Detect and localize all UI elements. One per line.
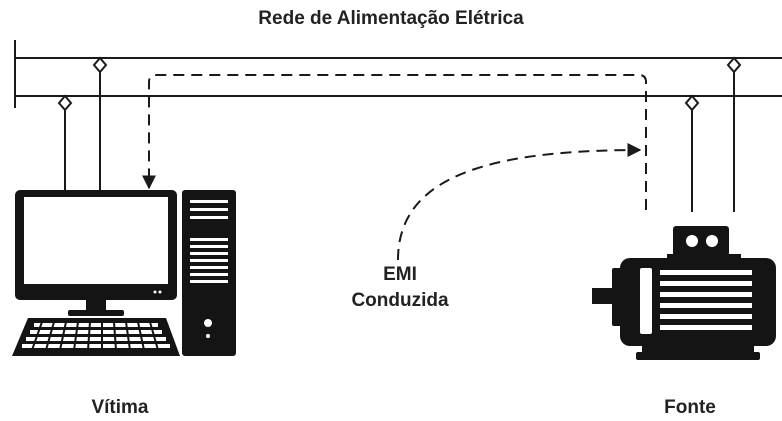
keyboard-icon	[12, 318, 180, 356]
emi-label-line2: Conduzida	[351, 290, 449, 311]
computer-tower-icon	[182, 190, 236, 356]
victim-connections	[57, 56, 108, 190]
emi-path-curve	[397, 143, 642, 261]
victim-label: Vítima	[91, 397, 149, 418]
victim-tap-bottom	[57, 94, 73, 112]
electric-motor-icon	[592, 226, 776, 360]
power-grid	[14, 40, 782, 108]
source-tap-bottom	[684, 94, 700, 112]
emi-label: EMI Conduzida	[330, 262, 470, 314]
source-connections	[684, 56, 742, 212]
emi-label-line1: EMI	[383, 264, 417, 285]
emi-conducted-path	[142, 74, 647, 261]
computer-monitor-icon	[15, 190, 177, 316]
diagram-title: Rede de Alimentação Elétrica	[258, 8, 524, 29]
emi-path-return	[142, 74, 647, 210]
source-tap-top	[726, 56, 742, 74]
source-label: Fonte	[664, 397, 716, 418]
victim-tap-top	[92, 56, 108, 74]
